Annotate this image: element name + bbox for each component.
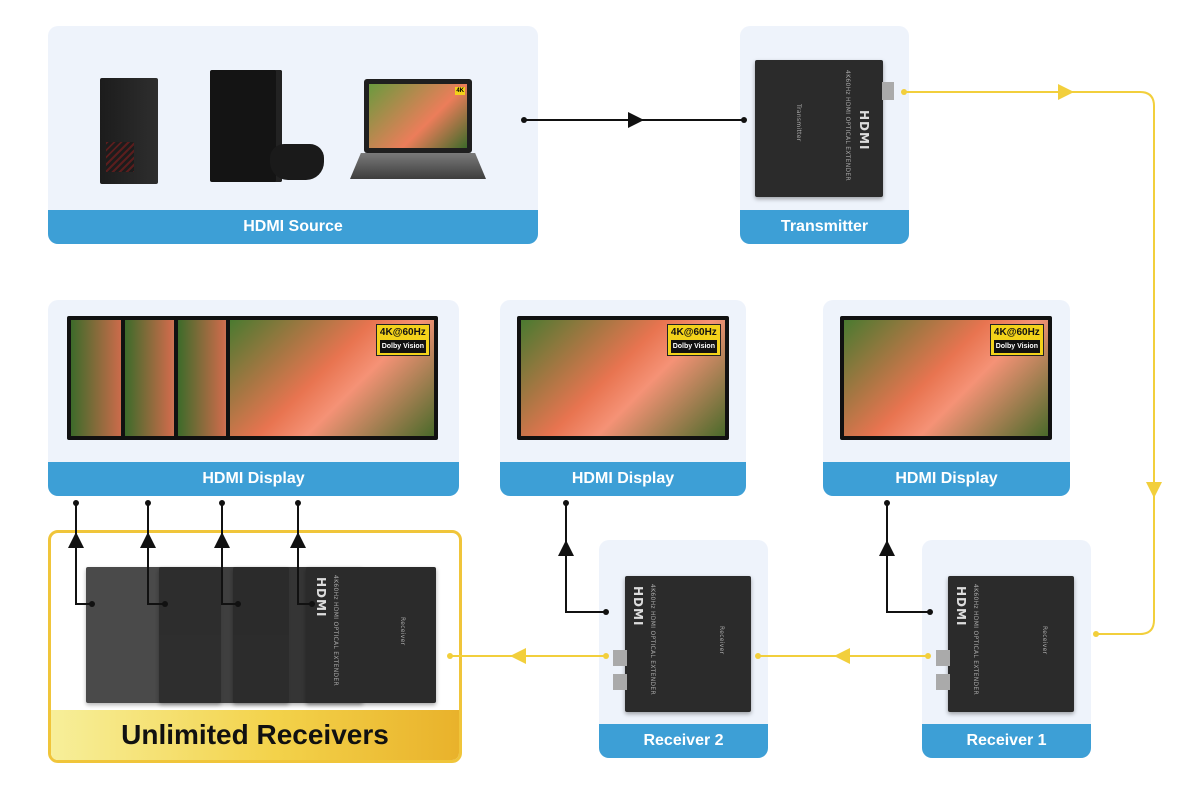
fiber-port-icon xyxy=(882,82,894,100)
hdmi-display-mid-label: HDMI Display xyxy=(500,462,746,496)
fiber-lines xyxy=(450,91,1155,657)
resolution-badge: 4K@60Hz Dolby Vision xyxy=(375,324,430,356)
hdmi-display-left-label: HDMI Display xyxy=(48,462,459,496)
hdmi-lines xyxy=(75,119,930,613)
hdmi-display-left-panel: 4K@60Hz Dolby Vision HDMI Display xyxy=(48,300,459,496)
arrow-down-icon xyxy=(1146,482,1162,498)
device-role-text: Transmitter xyxy=(795,104,802,142)
arrow-left-icon xyxy=(510,648,526,664)
tv-front: 4K@60Hz Dolby Vision xyxy=(226,316,438,440)
hdmi-line-rx2-display xyxy=(565,503,606,613)
receiver-1-panel: HDMI 4K60Hz HDMI OPTICAL EXTENDER Receiv… xyxy=(922,540,1091,758)
hdmi-line-stack-4 xyxy=(297,503,312,605)
transmitter-label: Transmitter xyxy=(740,210,909,244)
arrow-up-icon xyxy=(290,532,306,548)
arrow-up-icon xyxy=(558,540,574,556)
fiber-port-icon xyxy=(936,674,950,690)
hdmi-line-rx1-display xyxy=(886,503,930,613)
receiver-2-label: Receiver 2 xyxy=(599,724,768,758)
laptop-icon: 4K xyxy=(364,79,472,153)
pc-tower-icon xyxy=(100,78,158,184)
controller-icon xyxy=(270,144,324,180)
hdmi-display-right-label: HDMI Display xyxy=(823,462,1070,496)
fiber-port-icon xyxy=(613,650,627,666)
receiver-2-panel: HDMI 4K60Hz HDMI OPTICAL EXTENDER Receiv… xyxy=(599,540,768,758)
fiber-port-icon xyxy=(613,674,627,690)
receiver-2-device: HDMI 4K60Hz HDMI OPTICAL EXTENDER Receiv… xyxy=(625,576,751,712)
tv-mid: 4K@60Hz Dolby Vision xyxy=(517,316,729,440)
hdmi-line-stack-1 xyxy=(75,503,92,605)
transmitter-device: HDMI 4K60Hz HDMI OPTICAL EXTENDER Transm… xyxy=(755,60,883,197)
arrow-up-icon xyxy=(140,532,156,548)
hdmi-logo: HDMI xyxy=(857,110,871,151)
arrow-up-icon xyxy=(879,540,895,556)
arrow-right-icon xyxy=(628,112,644,128)
receiver-1-label: Receiver 1 xyxy=(922,724,1091,758)
fiber-tx-rx1 xyxy=(904,91,1155,635)
hdmi-line-stack-2 xyxy=(147,503,165,605)
hdmi-display-right-panel: 4K@60Hz Dolby Vision HDMI Display xyxy=(823,300,1070,496)
resolution-badge: 4K@60Hz Dolby Vision xyxy=(666,324,721,356)
transmitter-panel: HDMI 4K60Hz HDMI OPTICAL EXTENDER Transm… xyxy=(740,26,909,244)
fiber-port-icon xyxy=(936,650,950,666)
hdmi-dots xyxy=(73,117,933,615)
arrow-up-icon xyxy=(68,532,84,548)
fiber-dots xyxy=(447,89,1099,659)
arrow-right-icon xyxy=(1058,84,1074,100)
device-product-text: 4K60Hz HDMI OPTICAL EXTENDER xyxy=(844,70,851,181)
laptop-base-icon xyxy=(350,153,486,179)
hdmi-source-panel: 4K HDMI Source xyxy=(48,26,538,244)
hdmi-display-mid-panel: 4K@60Hz Dolby Vision HDMI Display xyxy=(500,300,746,496)
hdmi-arrows xyxy=(68,112,895,556)
arrow-up-icon xyxy=(214,532,230,548)
receiver-1-device: HDMI 4K60Hz HDMI OPTICAL EXTENDER Receiv… xyxy=(948,576,1074,712)
hdmi-line-stack-3 xyxy=(221,503,238,605)
unlimited-receivers-label: Unlimited Receivers xyxy=(51,710,459,760)
unlimited-receivers-panel: HDMI 4K60Hz HDMI OPTICAL EXTENDER Receiv… xyxy=(48,530,462,763)
receiver-stack-front: HDMI 4K60Hz HDMI OPTICAL EXTENDER Receiv… xyxy=(306,567,436,703)
resolution-badge: 4K@60Hz Dolby Vision xyxy=(989,324,1044,356)
fiber-arrows xyxy=(510,84,1162,664)
arrow-left-icon xyxy=(834,648,850,664)
tv-right: 4K@60Hz Dolby Vision xyxy=(840,316,1052,440)
hdmi-source-label: HDMI Source xyxy=(48,210,538,244)
